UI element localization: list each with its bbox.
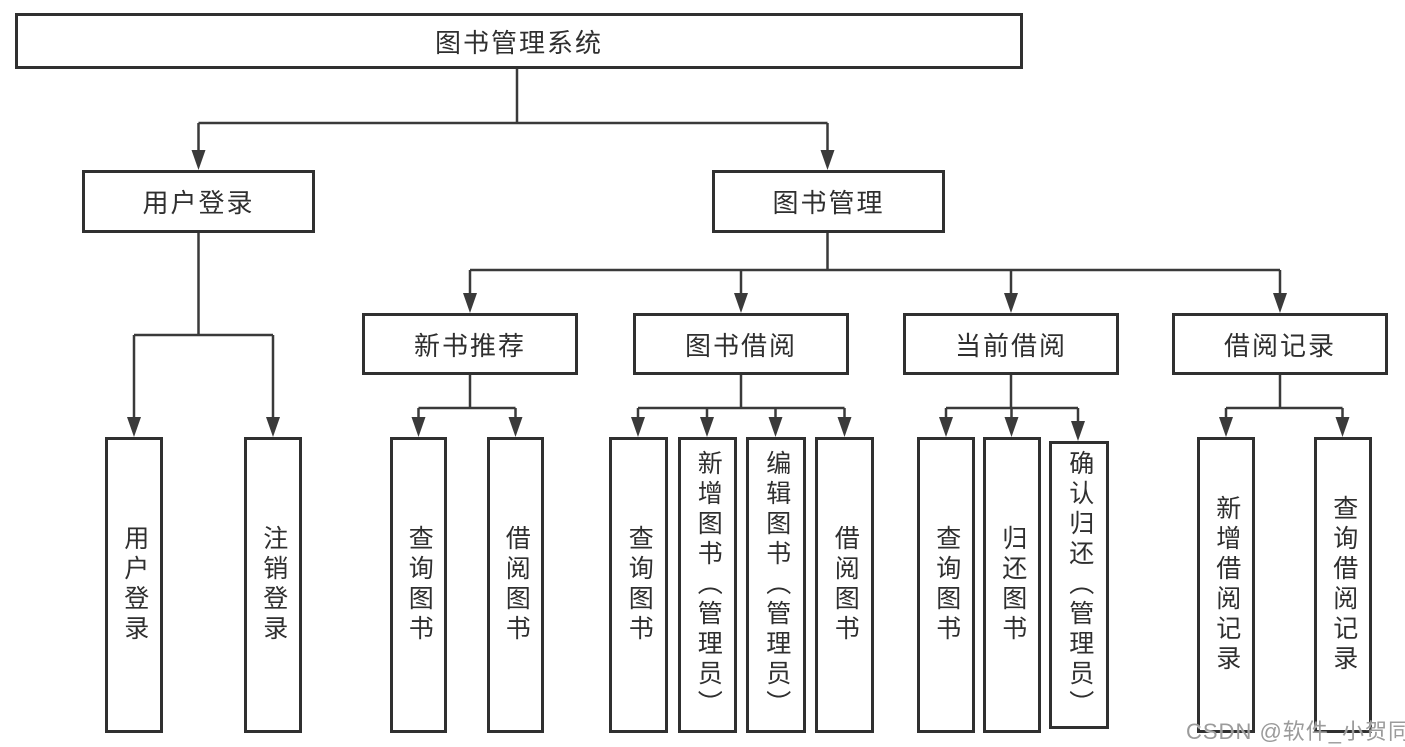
arrowhead — [1273, 293, 1287, 313]
node-library-system: 图书管理系统 — [15, 13, 1023, 69]
leaf-return-books-label: 归还图书 — [998, 525, 1027, 645]
node-book-borrowing-label: 图书借阅 — [684, 330, 797, 361]
arrowhead — [734, 293, 748, 313]
leaf-logout: 注销登录 — [244, 437, 302, 733]
arrowhead — [1004, 417, 1019, 437]
node-new-book-recommend: 新书推荐 — [362, 313, 578, 375]
leaf-query-books-2: 查询图书 — [609, 437, 668, 733]
leaf-return-books: 归还图书 — [983, 437, 1041, 733]
leaf-borrow-books-1: 借阅图书 — [487, 437, 544, 733]
leaf-user-login-label: 用户登录 — [120, 525, 149, 645]
leaf-user-login: 用户登录 — [105, 437, 163, 733]
leaf-add-borrow-record: 新增借阅记录 — [1197, 437, 1255, 733]
leaf-add-books-admin: 新增图书（管理员） — [678, 437, 737, 733]
leaf-query-books-3: 查询图书 — [917, 437, 975, 733]
leaf-borrow-books-2-label: 借阅图书 — [831, 525, 860, 645]
connector-borrow-record-split — [1219, 374, 1350, 437]
leaf-query-books-2-label: 查询图书 — [625, 525, 654, 645]
arrowhead — [939, 417, 953, 437]
node-user-login: 用户登录 — [82, 170, 315, 233]
arrowhead — [768, 417, 783, 437]
leaf-query-borrow-record-label: 查询借阅记录 — [1329, 495, 1358, 675]
node-book-management: 图书管理 — [712, 170, 945, 233]
leaf-logout-label: 注销登录 — [259, 525, 288, 645]
arrowhead — [127, 417, 141, 437]
node-borrowing-records: 借阅记录 — [1172, 313, 1388, 375]
connector-new-book-split — [411, 374, 523, 437]
node-borrowing-records-label: 借阅记录 — [1223, 330, 1336, 361]
arrowhead — [411, 417, 426, 437]
node-user-login-label: 用户登录 — [142, 188, 255, 218]
connector-book-borrow-split — [631, 374, 852, 437]
arrowhead — [700, 417, 714, 437]
leaf-add-borrow-record-label: 新增借阅记录 — [1212, 495, 1241, 675]
node-library-system-label: 图书管理系统 — [434, 27, 603, 58]
leaf-borrow-books-2: 借阅图书 — [815, 437, 874, 733]
arrowhead — [1004, 293, 1018, 313]
arrowhead — [463, 293, 477, 313]
arrowhead — [508, 417, 523, 437]
leaf-borrow-books-1-label: 借阅图书 — [502, 525, 531, 645]
arrowhead — [820, 150, 835, 170]
leaf-query-borrow-record: 查询借阅记录 — [1314, 437, 1372, 733]
leaf-edit-books-admin-label: 编辑图书（管理员） — [762, 450, 791, 720]
node-new-book-recommend-label: 新书推荐 — [413, 330, 526, 361]
leaf-confirm-return-admin-label: 确认归还（管理员） — [1065, 450, 1094, 720]
leaf-edit-books-admin: 编辑图书（管理员） — [746, 437, 806, 733]
node-book-management-label: 图书管理 — [772, 188, 885, 218]
connector-root-split — [191, 69, 835, 170]
arrowhead — [1335, 417, 1350, 437]
arrowhead — [191, 150, 206, 170]
node-current-borrowing: 当前借阅 — [903, 313, 1119, 375]
arrowhead — [631, 417, 645, 437]
csdn-watermark: CSDN @软件_小贺同学 — [1186, 719, 1405, 744]
leaf-query-books-3-label: 查询图书 — [932, 525, 961, 645]
node-book-borrowing: 图书借阅 — [633, 313, 849, 375]
leaf-query-books-1-label: 查询图书 — [405, 525, 434, 645]
connector-book-mgmt-split — [463, 233, 1287, 313]
leaf-query-books-1: 查询图书 — [390, 437, 447, 733]
connector-current-borrow-split — [939, 374, 1085, 441]
leaf-add-books-admin-label: 新增图书（管理员） — [694, 450, 723, 720]
connector-user-login-split — [127, 233, 280, 437]
leaf-confirm-return-admin: 确认归还（管理员） — [1049, 441, 1109, 729]
node-current-borrowing-label: 当前借阅 — [954, 330, 1067, 361]
arrowhead — [266, 417, 280, 437]
arrowhead — [1219, 417, 1233, 437]
arrowhead — [837, 417, 852, 437]
arrowhead — [1071, 421, 1085, 441]
